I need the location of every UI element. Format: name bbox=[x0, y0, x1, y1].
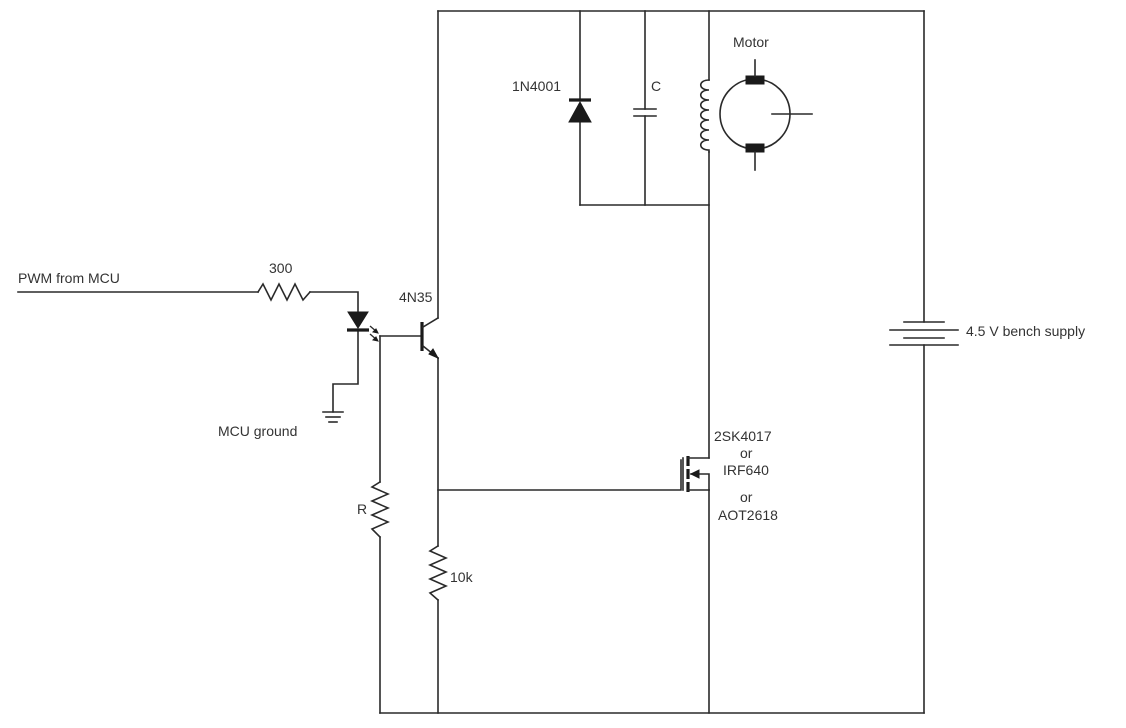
optocoupler-led bbox=[347, 311, 379, 342]
optocoupler-label: 4N35 bbox=[399, 289, 433, 305]
mosfet-label-line1: 2SK4017 bbox=[714, 428, 772, 444]
flyback-diode bbox=[568, 98, 592, 123]
mcu-ground-symbol bbox=[322, 411, 344, 423]
light-arrowhead-1 bbox=[371, 328, 379, 334]
motor-brush-top bbox=[745, 75, 765, 85]
mcu-ground-label: MCU ground bbox=[218, 423, 297, 439]
mosfet-body-stub bbox=[690, 473, 710, 491]
supply-label: 4.5 V bench supply bbox=[966, 323, 1085, 339]
diode-triangle bbox=[568, 100, 592, 123]
light-arrowhead-2 bbox=[371, 336, 379, 342]
resistor-to-led-wire bbox=[309, 291, 359, 313]
flyback-diode-label: 1N4001 bbox=[512, 78, 561, 94]
motor-field-winding bbox=[699, 79, 710, 153]
pwm-input-label: PWM from MCU bbox=[18, 270, 120, 286]
pull-resistor-symbol bbox=[370, 480, 390, 539]
gate-resistor-symbol bbox=[428, 544, 448, 602]
input-resistor-label: 300 bbox=[269, 260, 293, 276]
gate-resistor-label: 10k bbox=[450, 569, 474, 585]
input-resistor-symbol bbox=[256, 282, 312, 302]
led-cathode-wire bbox=[332, 329, 359, 413]
mosfet-label-line4: or bbox=[740, 489, 753, 505]
mosfet-body-arrow bbox=[689, 469, 700, 479]
transistor-emitter-arrow bbox=[428, 348, 440, 360]
mosfet-part-labels: 2SK4017 or IRF640 or AOT2618 bbox=[714, 428, 778, 523]
capacitor-label: C bbox=[651, 78, 661, 94]
gate-wire bbox=[437, 459, 682, 491]
motor bbox=[699, 59, 813, 171]
mosfet-label-line3: IRF640 bbox=[723, 462, 769, 478]
mosfet-label-line5: AOT2618 bbox=[718, 507, 778, 523]
capacitor bbox=[633, 108, 657, 117]
phototransistor bbox=[420, 316, 440, 360]
wiring bbox=[17, 10, 925, 714]
motor-label: Motor bbox=[733, 34, 769, 50]
battery bbox=[889, 321, 959, 346]
led-triangle bbox=[347, 311, 369, 329]
mosfet-label-line2: or bbox=[740, 445, 753, 461]
motor-brush-bottom bbox=[745, 143, 765, 153]
mosfet bbox=[682, 456, 710, 492]
transistor-collector-lead bbox=[421, 316, 440, 329]
pull-resistor-label: R bbox=[357, 501, 367, 517]
